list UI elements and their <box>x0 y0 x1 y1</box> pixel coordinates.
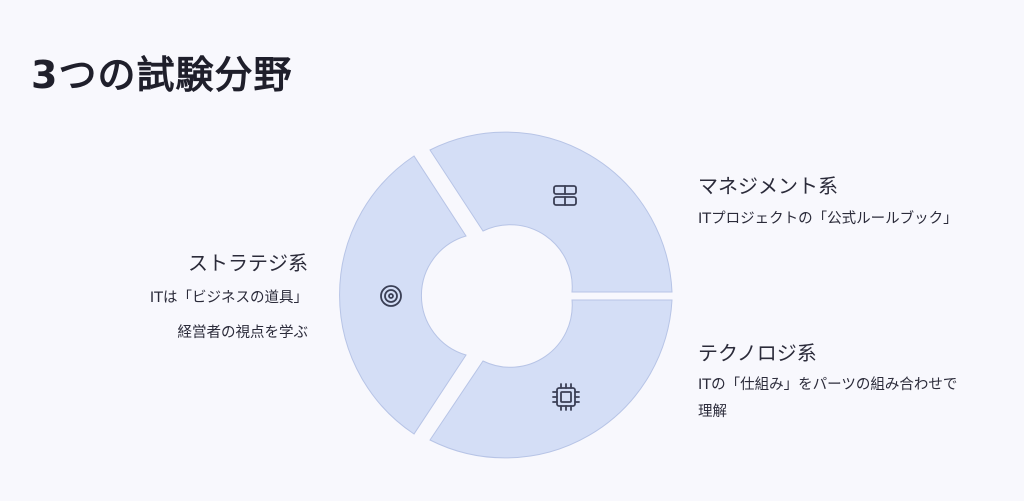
technology-desc-line-2: 理解 <box>698 404 727 420</box>
management-desc-line-1: ITプロジェクトの「公式ルールブック」 <box>698 211 958 227</box>
strategy-desc-line-2: 経営者の視点を学ぶ <box>177 325 309 341</box>
segment-technology <box>429 299 673 459</box>
strategy-heading: ストラテジ系 <box>188 251 308 275</box>
management-heading: マネジメント系 <box>698 174 838 198</box>
strategy-desc-line-1: ITは「ビジネスの道具」 <box>149 290 308 306</box>
target-icon <box>380 285 402 307</box>
cpu-chip-icon <box>552 383 580 411</box>
segment-management <box>429 131 673 293</box>
technology-heading: テクノロジ系 <box>698 341 817 365</box>
server-icon <box>553 185 577 206</box>
page-title: 3つの試験分野 <box>31 53 293 97</box>
technology-desc-line-1: ITの「仕組み」をパーツの組み合わせで <box>698 377 958 393</box>
segment-strategy <box>339 155 467 435</box>
